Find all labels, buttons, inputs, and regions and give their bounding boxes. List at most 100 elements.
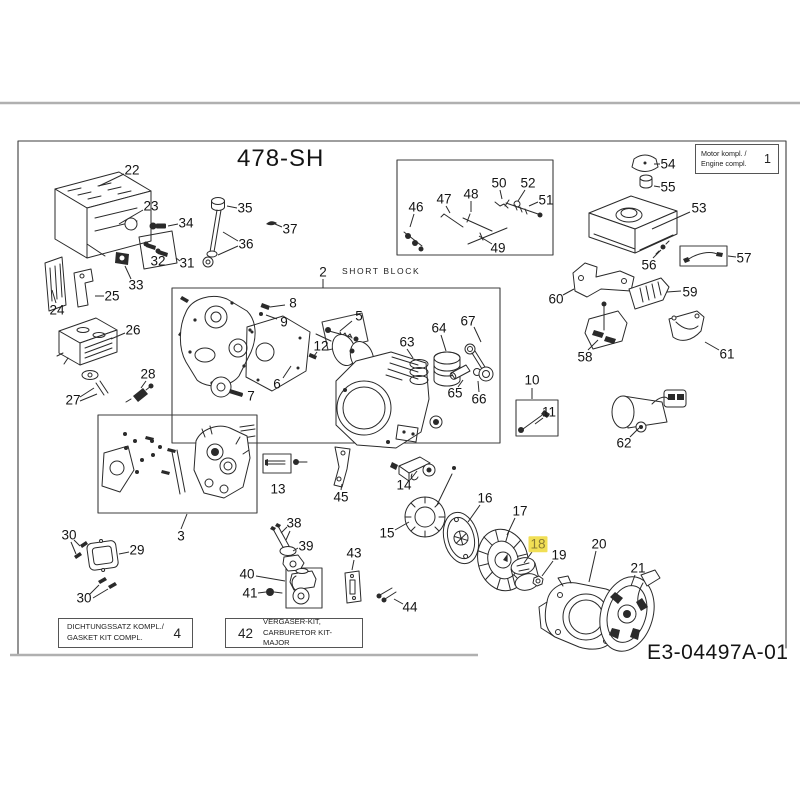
callout-41[interactable]: 41	[242, 585, 258, 601]
callout-65[interactable]: 65	[447, 385, 463, 401]
callout-44[interactable]: 44	[402, 599, 418, 615]
callout-23[interactable]: 23	[143, 198, 159, 214]
legend-carb-line2: CARBURETOR KIT-MAJOR	[263, 627, 333, 648]
starter-cup-18	[510, 557, 540, 591]
callout-63[interactable]: 63	[399, 334, 415, 350]
callout-19[interactable]: 19	[551, 547, 567, 563]
callout-6[interactable]: 6	[273, 376, 281, 392]
bolt-10-11-drawing	[518, 410, 550, 433]
callout-38[interactable]: 38	[286, 515, 302, 531]
callout-3[interactable]: 3	[177, 528, 185, 544]
bolt-41	[266, 588, 283, 596]
callout-57[interactable]: 57	[736, 250, 752, 266]
callout-53[interactable]: 53	[691, 200, 707, 216]
leader-line-41	[257, 591, 267, 594]
callout-51[interactable]: 51	[538, 192, 554, 208]
legend-engine-box: Motor kompl. / Engine compl. 1	[695, 144, 779, 174]
fuel-cap-54	[631, 154, 659, 172]
ignition-coil-14	[390, 456, 436, 482]
leader-line-60	[562, 288, 575, 296]
callout-26[interactable]: 26	[125, 322, 141, 338]
leader-line-17	[506, 517, 516, 536]
callout-66[interactable]: 66	[471, 391, 487, 407]
callout-52[interactable]: 52	[520, 175, 536, 191]
callout-7[interactable]: 7	[247, 388, 255, 404]
callout-15[interactable]: 15	[379, 525, 395, 541]
leader-line-44	[393, 598, 404, 605]
callout-40[interactable]: 40	[239, 566, 255, 582]
callout-49[interactable]: 49	[490, 240, 506, 256]
callout-14[interactable]: 14	[396, 477, 412, 493]
callout-61[interactable]: 61	[719, 346, 735, 362]
heat-shield-24	[44, 256, 67, 312]
callout-17[interactable]: 17	[512, 503, 528, 519]
callout-5[interactable]: 5	[355, 308, 363, 324]
callout-58[interactable]: 58	[577, 349, 593, 365]
callout-22[interactable]: 22	[124, 162, 140, 178]
callout-54[interactable]: 54	[660, 156, 676, 172]
cylinder-head-parts	[101, 424, 256, 499]
callout-2[interactable]: 2	[319, 264, 327, 280]
callout-39[interactable]: 39	[298, 538, 314, 554]
callout-55[interactable]: 55	[660, 179, 676, 195]
leader-line-27	[79, 393, 98, 402]
fuel-line-57	[679, 245, 728, 267]
callout-20[interactable]: 20	[591, 536, 607, 552]
callout-32[interactable]: 32	[150, 253, 166, 269]
callout-27[interactable]: 27	[65, 392, 81, 408]
leader-line-64	[440, 334, 447, 352]
stud-13-box	[262, 453, 292, 474]
leader-line-61	[704, 341, 720, 351]
callout-67[interactable]: 67	[460, 313, 476, 329]
leader-line-63	[406, 348, 414, 359]
leader-line-31	[175, 257, 181, 262]
leader-line-45	[340, 483, 343, 491]
callout-30[interactable]: 30	[61, 527, 77, 543]
legend-carb-line1: VERGASER-KIT,	[263, 617, 321, 627]
callout-56[interactable]: 56	[641, 257, 657, 273]
leader-line-5	[339, 320, 353, 332]
callout-31[interactable]: 31	[179, 255, 195, 271]
callout-28[interactable]: 28	[140, 366, 156, 382]
callout-13[interactable]: 13	[270, 481, 286, 497]
callout-50[interactable]: 50	[491, 175, 507, 191]
callout-45[interactable]: 45	[333, 489, 349, 505]
leader-line-30	[89, 584, 100, 595]
callout-64[interactable]: 64	[431, 320, 447, 336]
callout-10[interactable]: 10	[524, 372, 540, 388]
callout-34[interactable]: 34	[178, 215, 194, 231]
callout-12[interactable]: 12	[313, 338, 329, 354]
pin-12	[308, 353, 317, 360]
callout-24[interactable]: 24	[49, 302, 65, 318]
callout-21[interactable]: 21	[630, 560, 646, 576]
page-title: 478-SH	[237, 145, 325, 172]
callout-18[interactable]: 18	[528, 536, 548, 552]
diagram-frame	[17, 140, 787, 656]
callout-16[interactable]: 16	[477, 490, 493, 506]
callout-46[interactable]: 46	[408, 199, 424, 215]
callout-37[interactable]: 37	[282, 221, 298, 237]
callout-30[interactable]: 30	[76, 590, 92, 606]
stud-13-drawing	[265, 459, 308, 466]
callout-62[interactable]: 62	[616, 435, 632, 451]
callout-8[interactable]: 8	[289, 295, 297, 311]
callout-33[interactable]: 33	[128, 277, 144, 293]
leader-line-51	[528, 201, 539, 207]
callout-59[interactable]: 59	[682, 284, 698, 300]
kit-5-box	[321, 312, 369, 351]
callout-25[interactable]: 25	[104, 288, 120, 304]
legend-gasket-line1: DICHTUNGSSATZ KOMPL./	[67, 622, 164, 632]
callout-35[interactable]: 35	[237, 200, 253, 216]
callout-60[interactable]: 60	[548, 291, 564, 307]
callout-48[interactable]: 48	[463, 186, 479, 202]
callout-11[interactable]: 11	[541, 404, 557, 420]
leader-line-49	[478, 235, 493, 245]
leader-line-36	[217, 245, 239, 256]
callout-29[interactable]: 29	[129, 542, 145, 558]
leader-line-20	[588, 550, 597, 583]
callout-47[interactable]: 47	[436, 191, 452, 207]
callout-43[interactable]: 43	[346, 545, 362, 561]
callout-9[interactable]: 9	[280, 314, 288, 330]
leader-line-28	[140, 380, 147, 389]
callout-36[interactable]: 36	[238, 236, 254, 252]
